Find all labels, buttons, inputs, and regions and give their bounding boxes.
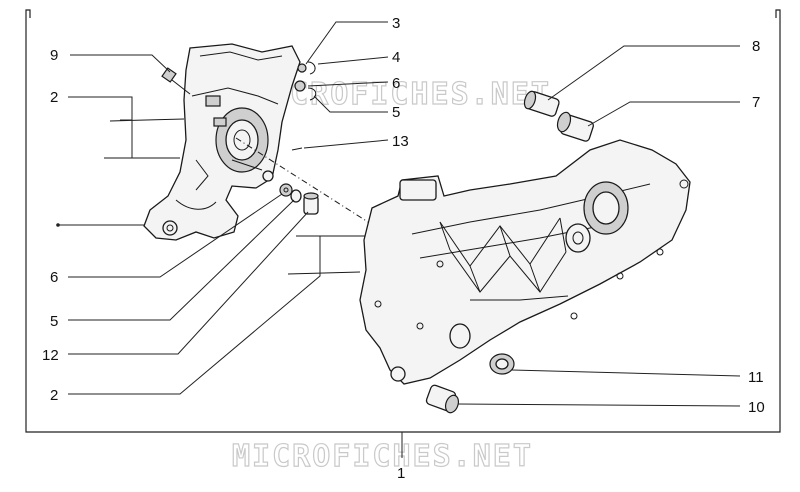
callout-4: 4	[392, 49, 400, 66]
callout-5-upper: 5	[392, 104, 400, 121]
leader-10	[457, 403, 741, 407]
callout-2-lower: 2	[50, 387, 58, 404]
leader-5-upper	[313, 95, 388, 113]
callout-6-lower: 6	[50, 269, 58, 286]
callout-9: 9	[50, 47, 58, 64]
callout-7: 7	[752, 94, 760, 111]
callout-8: 8	[752, 38, 760, 55]
leader-12	[68, 211, 309, 355]
callout-11: 11	[748, 369, 764, 386]
left-crankcase-half	[143, 43, 301, 241]
hardware-lower	[279, 183, 319, 215]
stud-bolts-upper	[104, 118, 185, 159]
watermark-top: MICROFICHES.NET	[250, 77, 551, 112]
leader-dot-left-marker	[56, 223, 60, 227]
callout-3: 3	[392, 15, 400, 32]
bushing-7	[556, 111, 594, 142]
leader-7	[587, 101, 740, 127]
callout-10: 10	[748, 399, 765, 416]
leader-8	[547, 45, 740, 101]
callout-5-lower: 5	[50, 313, 58, 330]
leader-9	[70, 54, 171, 73]
leader-13	[303, 139, 389, 149]
screw-9	[161, 67, 191, 95]
leader-2-lower	[68, 236, 321, 395]
bushing-8	[523, 90, 560, 117]
watermark-bottom: MICROFICHES.NET	[232, 439, 533, 474]
leader-5-lower	[68, 199, 295, 321]
leader-6-lower	[68, 193, 283, 278]
alignment-axis	[235, 137, 391, 237]
assembly-frame	[25, 9, 781, 433]
bushing-10	[425, 384, 460, 414]
leader-4	[317, 56, 389, 65]
leader-2-upper	[68, 96, 133, 158]
leader-3	[305, 21, 388, 65]
right-crankcase-half	[359, 139, 691, 385]
bushing-11	[489, 353, 515, 375]
callout-1: 1	[397, 465, 405, 482]
callout-2-upper: 2	[50, 89, 58, 106]
leader-11	[511, 369, 741, 377]
callout-6-upper: 6	[392, 75, 400, 92]
callout-13: 13	[392, 133, 409, 150]
pin-13	[291, 147, 303, 151]
leader-6-upper	[307, 81, 389, 87]
callout-12: 12	[42, 347, 59, 364]
hardware-top	[294, 61, 317, 101]
stud-bolts-lower	[287, 235, 370, 275]
